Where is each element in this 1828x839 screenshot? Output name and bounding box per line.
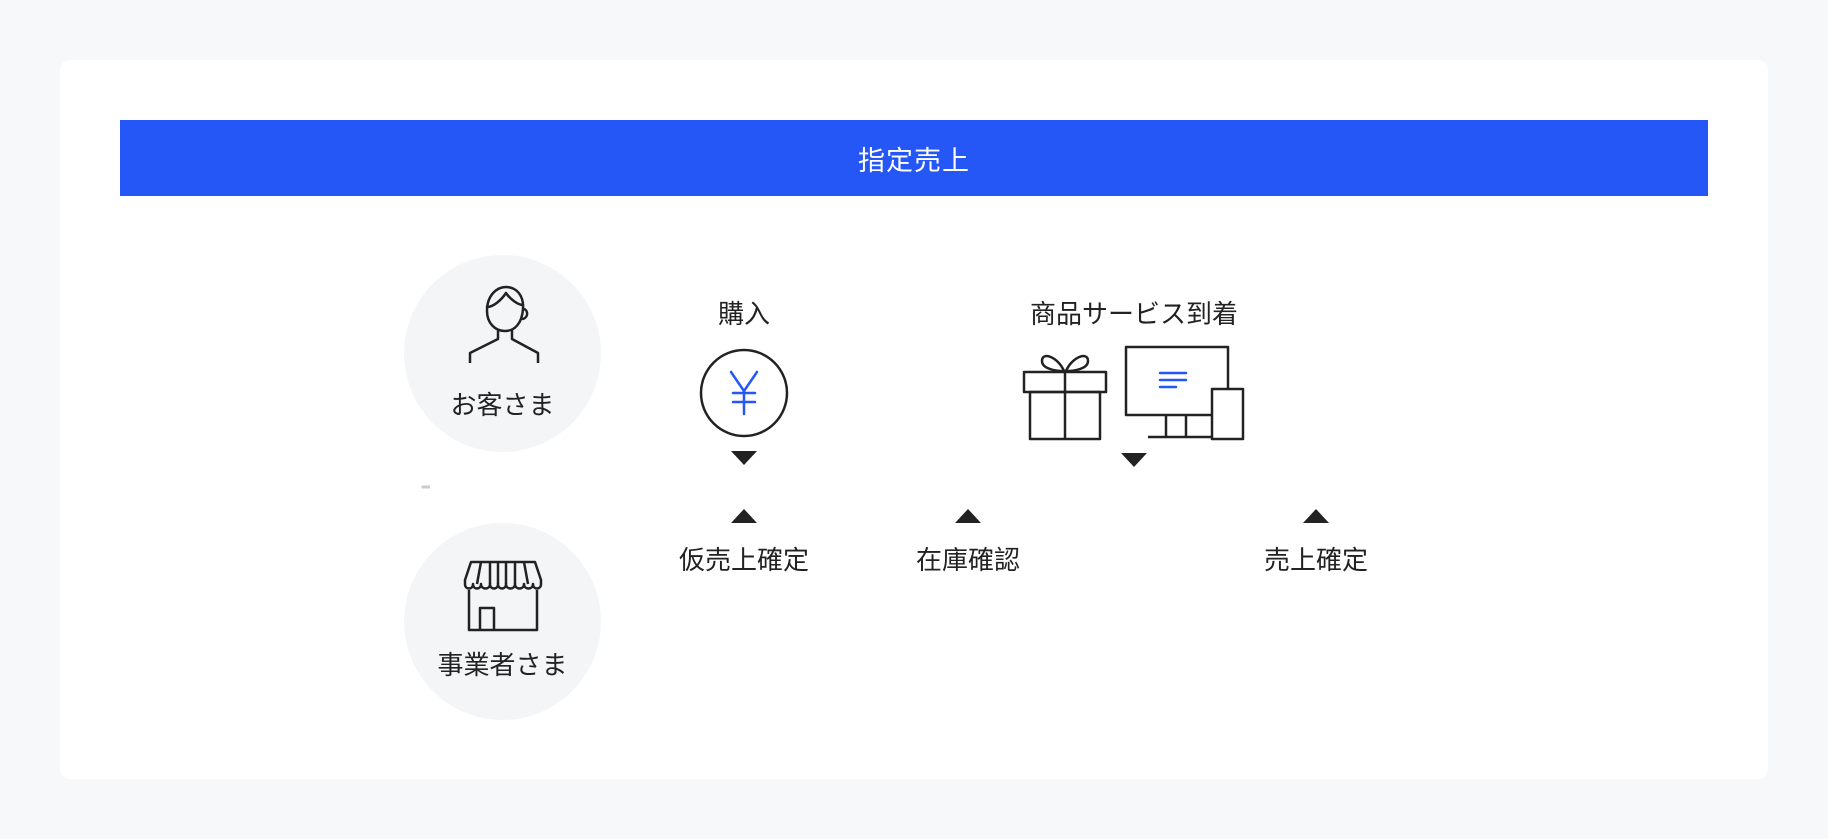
merchant-label: 事業者さま xyxy=(437,651,568,681)
timeline-arrow xyxy=(421,485,430,489)
arrival-label: 商品サービス到着 xyxy=(1029,300,1239,330)
gift-icon xyxy=(1022,354,1108,441)
provisional-sale-marker xyxy=(731,509,757,523)
customer-label: お客さま xyxy=(450,391,555,421)
merchant-actor: 事業者さま xyxy=(404,523,601,720)
person-icon xyxy=(468,285,540,363)
stock-check-label: 在庫確認 xyxy=(915,546,1021,576)
provisional-sale-label: 仮売上確定 xyxy=(678,546,810,576)
arrival-marker xyxy=(1121,453,1147,467)
purchase-marker xyxy=(731,451,757,465)
sale-confirm-marker xyxy=(1303,509,1329,523)
purchase-label: 購入 xyxy=(717,300,771,330)
customer-actor: お客さま xyxy=(404,255,601,452)
banner-title: 指定売上 xyxy=(120,120,1708,196)
sale-confirm-label: 売上確定 xyxy=(1263,546,1369,576)
stock-check-marker xyxy=(955,509,981,523)
store-icon xyxy=(463,560,543,632)
yen-coin-icon xyxy=(699,348,789,438)
monitor-phone-icon xyxy=(1124,345,1245,441)
